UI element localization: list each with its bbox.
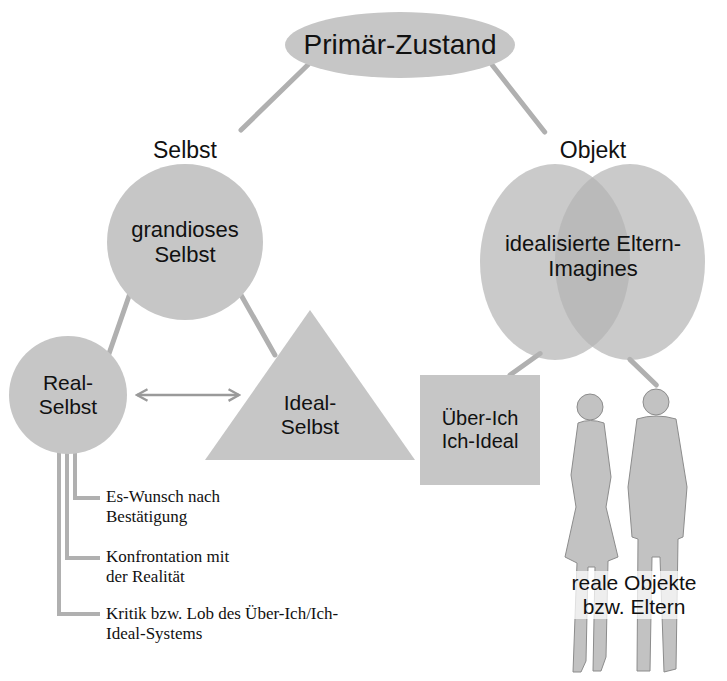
node-outline xyxy=(548,385,720,673)
state-ellipse: Primär-Zustand xyxy=(285,12,515,78)
connector-line xyxy=(241,65,308,130)
node-heading: Selbst xyxy=(110,137,260,163)
leader-line xyxy=(67,445,100,558)
man-figure xyxy=(628,416,687,672)
node-label: Über-Ich Ich-Ideal xyxy=(428,407,532,453)
square-shape xyxy=(420,375,540,485)
annotation-label: Kritik bzw. Lob des Über-Ich/Ich-Ideal-S… xyxy=(106,604,368,643)
annotation-label: Es-Wunsch nach Bestätigung xyxy=(106,487,246,526)
node-label: reale Objekte bzw. Eltern xyxy=(550,571,718,619)
triangle-shape xyxy=(205,310,415,460)
ideal-self-triangle: Ideal-Selbst xyxy=(205,310,415,460)
figure-head xyxy=(643,389,669,415)
node-label: Real-Selbst xyxy=(27,371,109,419)
circle-shape xyxy=(107,164,263,320)
annotation-label: Konfrontation mit der Realität xyxy=(106,547,246,586)
connector-line xyxy=(492,65,545,132)
woman-figure xyxy=(565,421,618,673)
object-ellipses: Objekt idealisierte Eltern-Imagines xyxy=(478,132,708,364)
superego-square: Über-Ich Ich-Ideal xyxy=(420,375,540,485)
real-objects-figure: reale Objekte bzw. Eltern xyxy=(548,385,720,673)
leader-line xyxy=(59,445,100,614)
figure-head xyxy=(577,394,603,420)
double-arrow xyxy=(137,394,239,397)
connector-line xyxy=(630,359,657,385)
node-label: Primär-Zustand xyxy=(295,29,505,61)
connector-line xyxy=(109,293,130,354)
real-self-circle: Real-Selbst xyxy=(8,335,128,455)
node-label: idealisierte Eltern-Imagines xyxy=(496,231,691,282)
node-label: grandioses Selbst xyxy=(118,217,253,268)
connector-line xyxy=(240,293,275,355)
ellipse-shape xyxy=(285,12,515,78)
people-figures xyxy=(565,389,687,672)
circle-shape xyxy=(9,336,127,454)
node-heading: Objekt xyxy=(518,137,668,163)
self-circle: Selbst grandioses Selbst xyxy=(105,130,265,322)
connector-line xyxy=(510,354,540,375)
node-label: Ideal-Selbst xyxy=(264,391,356,439)
